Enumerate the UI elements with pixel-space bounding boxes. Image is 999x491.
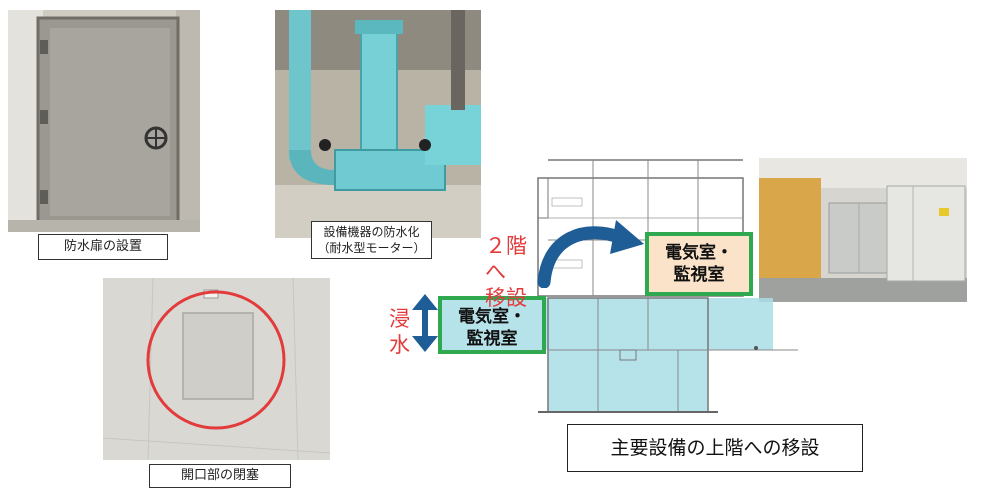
door-caption: 防水扉の設置 [38, 234, 168, 260]
relocated-electrical-room: 電気室・ 監視室 [645, 232, 753, 296]
flooded-electrical-room: 電気室・ 監視室 [438, 296, 546, 354]
relocation-title: 主要設備の上階への移設 [567, 424, 863, 472]
sealed-opening-illustration [103, 278, 330, 460]
move-to-second-floor-label: ２階へ 移設 [485, 234, 527, 310]
electrical-room-illustration [759, 158, 967, 302]
motor-caption: 設備機器の防水化 （耐水型モーター） [311, 221, 432, 259]
sealed-opening-photo [103, 278, 330, 460]
flooding-label: 浸 水 [389, 307, 410, 357]
flood-level-arrow [412, 294, 438, 352]
watertight-door-illustration [8, 10, 200, 232]
electrical-room-photo [759, 158, 967, 302]
relocation-arrow [537, 220, 644, 288]
opening-caption: 開口部の閉塞 [149, 464, 291, 488]
watertight-door-photo [8, 10, 200, 232]
